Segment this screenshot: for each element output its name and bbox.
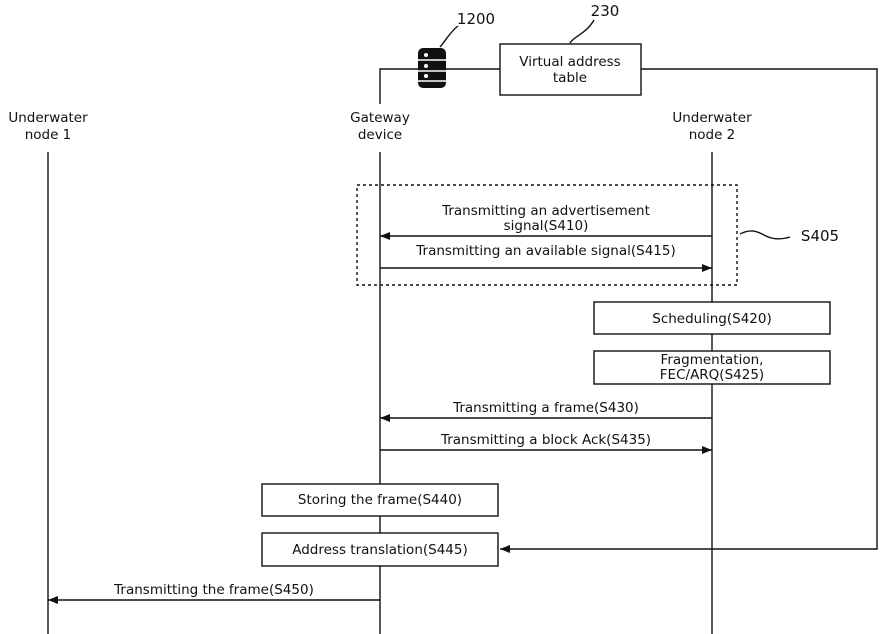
virtual-address-table-box (499, 43, 642, 96)
participant-node2-label-line2: node 2 (689, 127, 736, 143)
participant-node2-label-line1: Underwater (672, 110, 752, 126)
participant-node1-label-line2: node 1 (25, 127, 72, 143)
message-s410-label-line2: signal(S410) (504, 218, 589, 234)
process-address-translation-box (261, 532, 499, 567)
gateway-db-connector (379, 68, 418, 104)
ref-group-leader (739, 230, 791, 240)
virtual-address-table-line2: table (553, 70, 587, 86)
ref-table-leader (569, 19, 595, 44)
virtual-address-table-line1: Virtual address (519, 54, 620, 70)
database-icon (418, 48, 446, 88)
process-fragmentation-box (593, 350, 831, 385)
participant-node1-label-line1: Underwater (8, 110, 88, 126)
process-scheduling-box (593, 301, 831, 335)
process-scheduling-label: Scheduling(S420) (652, 311, 771, 327)
process-fragmentation-label-line2: FEC/ARQ(S425) (660, 367, 764, 383)
process-fragmentation-label-line1: Fragmentation, (661, 352, 764, 368)
ref-db-leader (439, 25, 459, 48)
ref-table-label: 230 (591, 2, 620, 20)
message-s410-label-line1: Transmitting an advertisement (441, 203, 650, 219)
message-s435-label: Transmitting a block Ack(S435) (440, 432, 651, 448)
ref-db-label: 1200 (457, 10, 495, 28)
message-s450-label: Transmitting the frame(S450) (113, 582, 314, 598)
message-s415-label: Transmitting an available signal(S415) (415, 243, 675, 259)
process-address-translation-label: Address translation(S445) (292, 542, 468, 558)
process-storing-box (261, 483, 499, 517)
message-s430-label: Transmitting a frame(S430) (452, 400, 639, 416)
participant-gateway-label-line1: Gateway (350, 110, 410, 126)
ref-group-label: S405 (801, 227, 839, 245)
participant-gateway-label-line2: device (358, 127, 402, 143)
table-feedback-connector (500, 68, 878, 553)
group-s405-box (356, 184, 738, 286)
process-storing-label: Storing the frame(S440) (298, 492, 462, 508)
